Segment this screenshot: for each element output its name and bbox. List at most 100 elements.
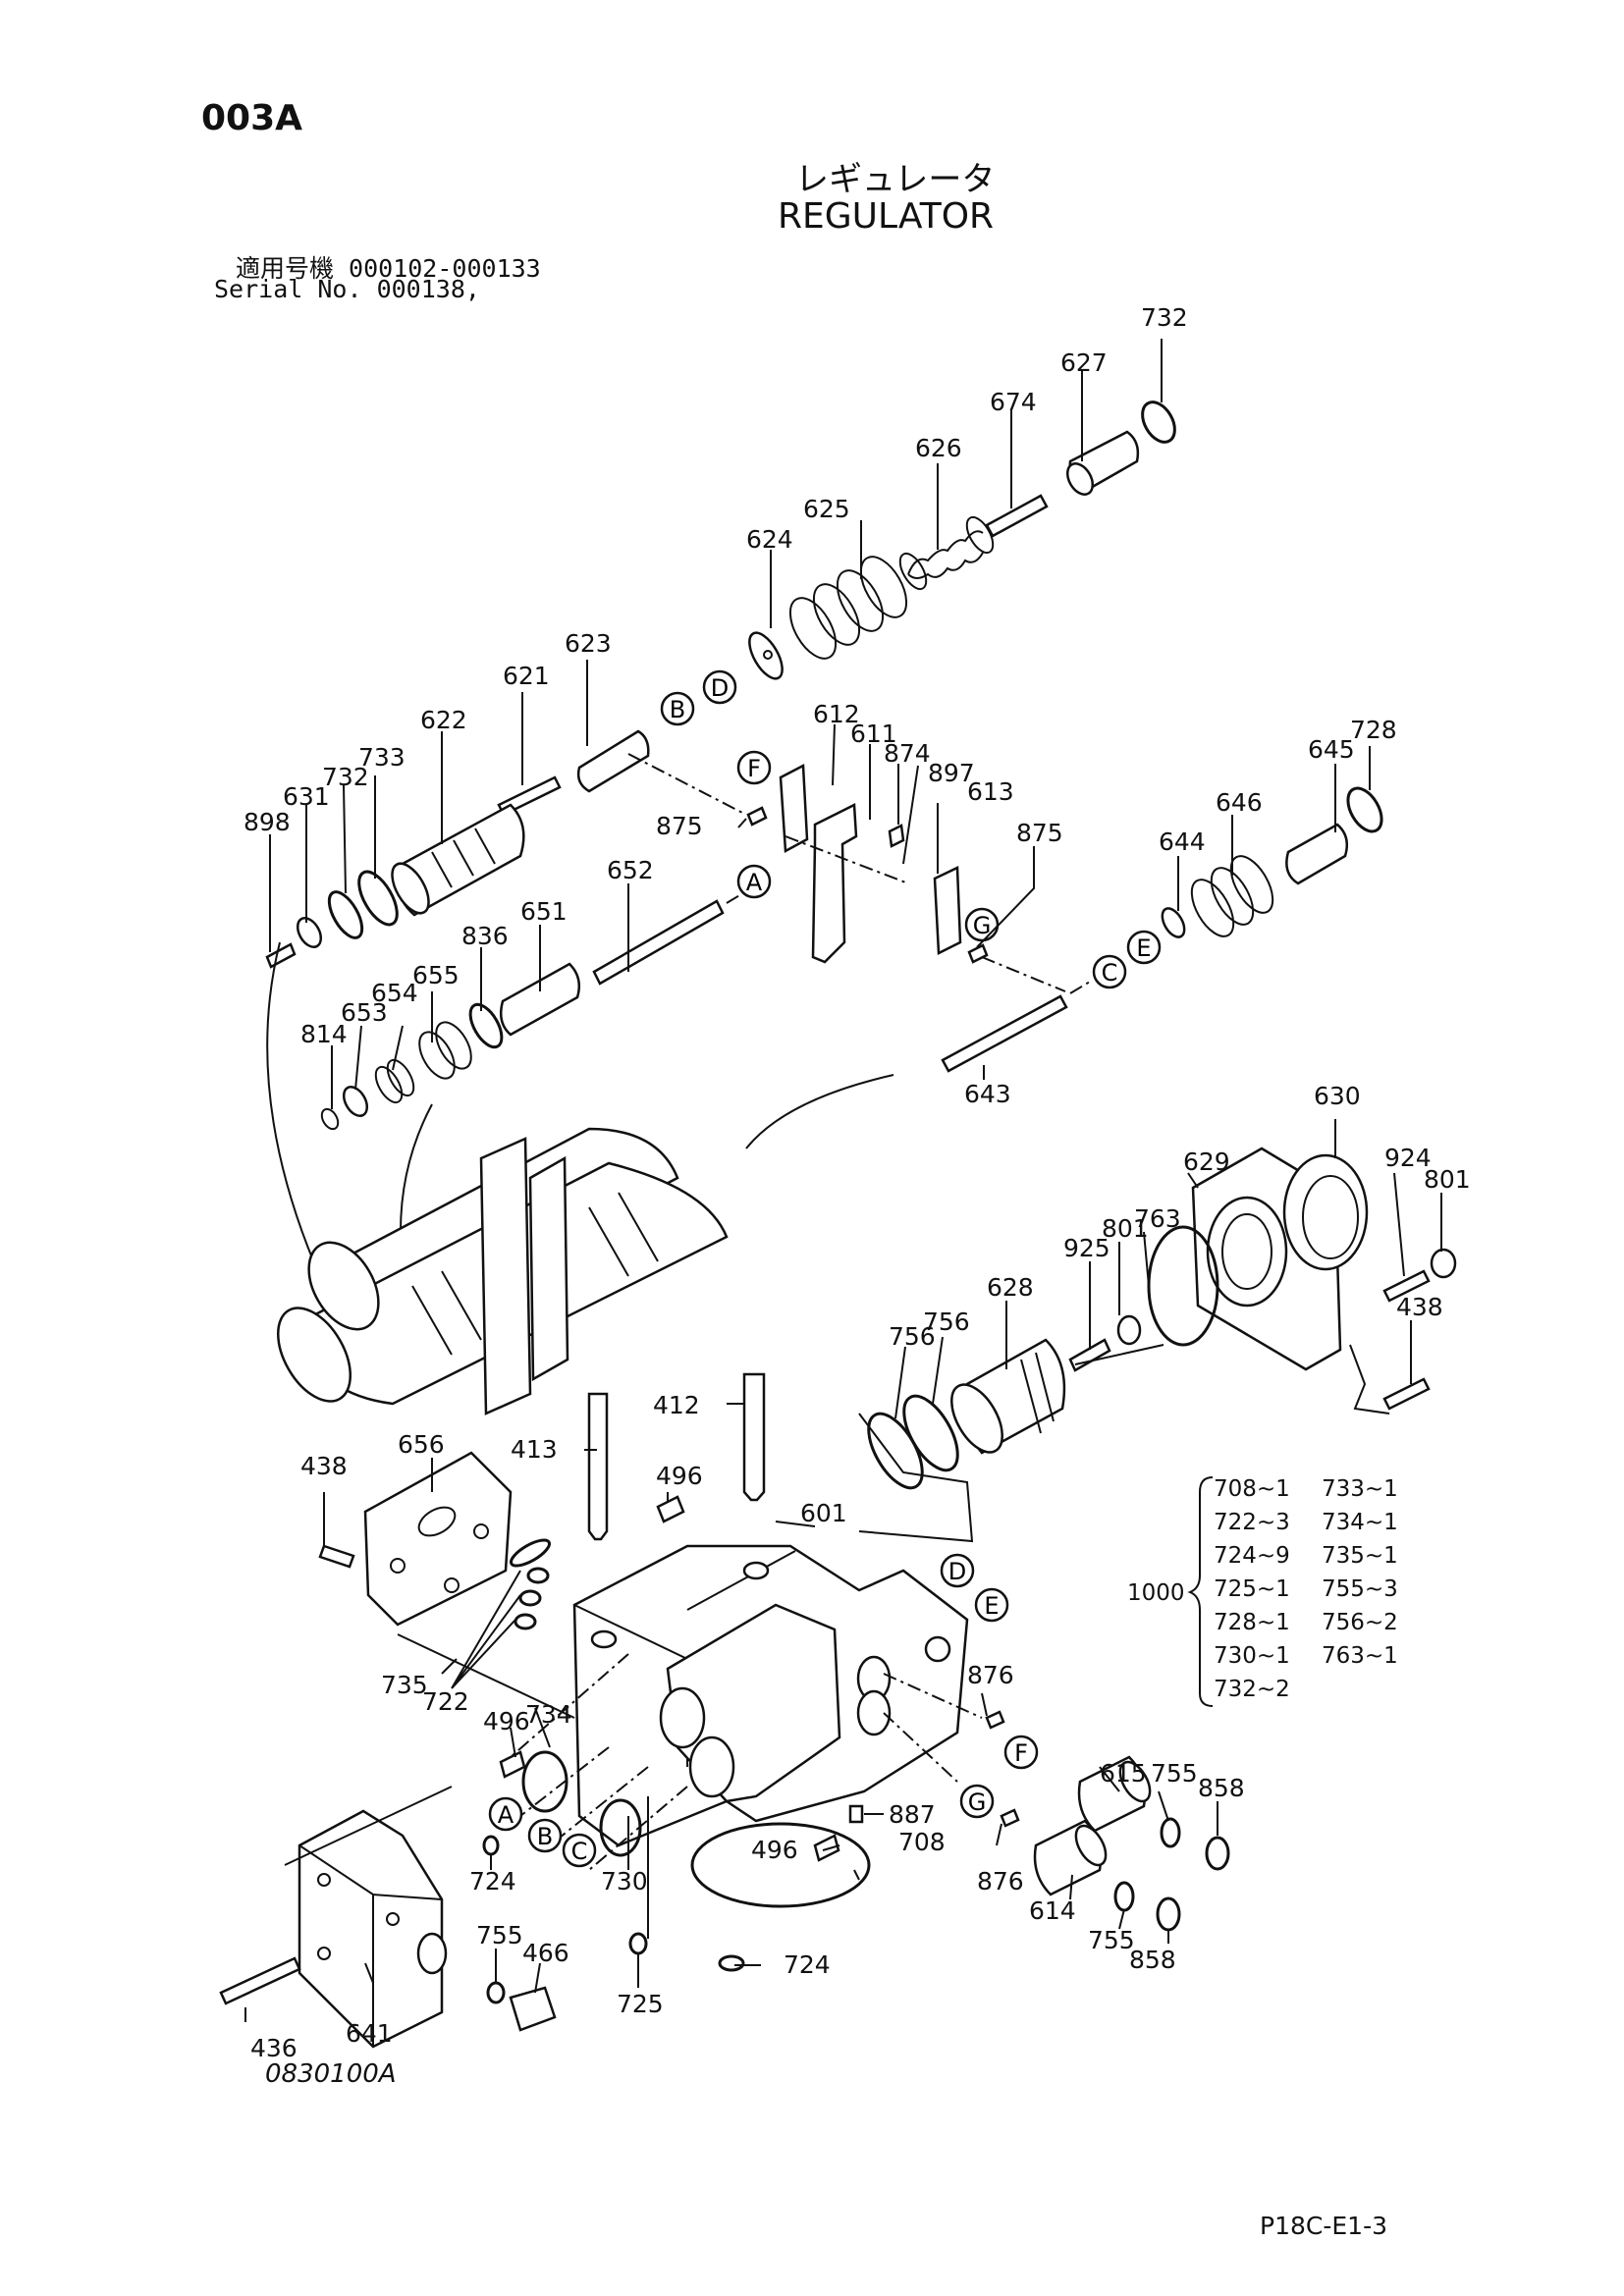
sleeve-622 bbox=[391, 803, 525, 917]
label-621: 621 bbox=[503, 662, 550, 690]
oring-732 bbox=[1141, 400, 1176, 444]
label-755-c: 755 bbox=[476, 1921, 523, 1949]
sleeve-651 bbox=[500, 962, 580, 1037]
oring-756-b bbox=[867, 1412, 924, 1490]
tag-A-lower: A bbox=[488, 1796, 523, 1832]
label-655: 655 bbox=[412, 961, 460, 989]
label-897: 897 bbox=[928, 759, 975, 787]
label-624: 624 bbox=[746, 525, 793, 554]
label-763: 763 bbox=[1134, 1204, 1181, 1233]
tag-D-lower: D bbox=[940, 1553, 975, 1588]
svg-text:F: F bbox=[1014, 1739, 1028, 1767]
piston-623 bbox=[576, 729, 650, 793]
tag-C-lower: C bbox=[562, 1833, 597, 1868]
oring-725 bbox=[628, 1932, 648, 1955]
kit-item-7: 732~2 bbox=[1214, 1677, 1290, 1702]
tag-D-top: D bbox=[702, 669, 737, 705]
plug-496-c bbox=[813, 1834, 840, 1862]
label-612: 612 bbox=[813, 700, 860, 728]
kit-item-4: 725~1 bbox=[1214, 1576, 1290, 1602]
label-611: 611 bbox=[850, 720, 897, 748]
kit-item-5: 728~1 bbox=[1214, 1610, 1290, 1635]
oring-733 bbox=[357, 870, 399, 927]
plug-631 bbox=[296, 917, 323, 948]
spring-654 bbox=[374, 1065, 404, 1104]
oring-732-b bbox=[327, 890, 364, 939]
svg-text:A: A bbox=[498, 1801, 514, 1829]
oring-755-b bbox=[1113, 1881, 1135, 1912]
oring-728 bbox=[1346, 786, 1383, 833]
label-708: 708 bbox=[898, 1828, 946, 1856]
label-656: 656 bbox=[398, 1430, 445, 1459]
kit-item-11: 755~3 bbox=[1322, 1576, 1398, 1602]
label-496-c: 496 bbox=[751, 1836, 798, 1864]
label-801-b: 801 bbox=[1102, 1214, 1149, 1243]
assembled-regulator-view bbox=[276, 1127, 729, 1415]
cover-641 bbox=[298, 1809, 448, 2049]
svg-text:F: F bbox=[747, 755, 761, 782]
label-875-a: 875 bbox=[656, 812, 703, 840]
svg-text:E: E bbox=[984, 1592, 999, 1620]
spring-625 bbox=[788, 556, 908, 660]
label-466: 466 bbox=[522, 1939, 569, 1967]
pin-898 bbox=[265, 942, 297, 969]
label-496-b: 496 bbox=[483, 1707, 530, 1735]
cover-630 bbox=[1282, 1153, 1369, 1271]
sleeve-614 bbox=[1033, 1819, 1108, 1896]
label-674: 674 bbox=[990, 388, 1037, 416]
kit-item-13: 763~1 bbox=[1322, 1643, 1398, 1669]
label-627: 627 bbox=[1060, 348, 1108, 377]
label-732: 732 bbox=[1141, 303, 1188, 332]
label-876-b: 876 bbox=[977, 1867, 1024, 1896]
label-732-b: 732 bbox=[322, 763, 369, 791]
label-615: 615 bbox=[1100, 1759, 1147, 1788]
bolt-438-a bbox=[1382, 1377, 1431, 1411]
label-755-a: 755 bbox=[1151, 1759, 1198, 1788]
label-728: 728 bbox=[1350, 716, 1397, 744]
serial-range-japanese: 適用号機 000102-000133 bbox=[236, 254, 541, 283]
plug-466 bbox=[509, 1986, 557, 2032]
label-756-a: 756 bbox=[923, 1308, 970, 1336]
page-number: P18C-E1-3 bbox=[1260, 2212, 1387, 2240]
pin-875-b bbox=[967, 943, 989, 964]
label-641: 641 bbox=[346, 2019, 393, 2048]
kit-1000-list: 1000 708~1 722~3 724~9 725~1 728~1 730~1… bbox=[1127, 1476, 1398, 1707]
label-836: 836 bbox=[461, 922, 509, 950]
label-412: 412 bbox=[653, 1391, 700, 1419]
label-631: 631 bbox=[283, 782, 330, 811]
spring-655 bbox=[418, 1021, 472, 1080]
page-code: 003A bbox=[201, 98, 303, 138]
body-601 bbox=[572, 1544, 969, 1847]
label-601: 601 bbox=[800, 1499, 847, 1527]
cylinder-628 bbox=[950, 1338, 1066, 1455]
svg-text:C: C bbox=[571, 1838, 588, 1865]
label-623: 623 bbox=[565, 629, 612, 658]
rod-643 bbox=[941, 994, 1068, 1073]
bolt-924 bbox=[1382, 1269, 1431, 1303]
label-613: 613 bbox=[967, 777, 1014, 806]
drawing-number: 0830100A bbox=[265, 2059, 397, 2089]
kit-item-3: 724~9 bbox=[1214, 1543, 1290, 1569]
oring-755-c bbox=[486, 1981, 506, 2004]
label-626: 626 bbox=[915, 434, 962, 462]
kit-item-10: 735~1 bbox=[1322, 1543, 1398, 1569]
ring-858-a bbox=[1205, 1836, 1230, 1871]
tag-A-top: A bbox=[736, 864, 772, 899]
tag-F-top: F bbox=[736, 750, 772, 785]
tag-G-lower: G bbox=[959, 1784, 995, 1819]
label-858-a: 858 bbox=[1198, 1774, 1245, 1802]
tag-F-lower: F bbox=[1003, 1735, 1039, 1770]
bolt-438-b bbox=[318, 1544, 355, 1569]
label-652: 652 bbox=[607, 856, 654, 884]
ring-814 bbox=[320, 1107, 340, 1131]
spring-626 bbox=[898, 515, 995, 591]
bolt-412 bbox=[742, 1372, 766, 1502]
oring-722-a bbox=[526, 1567, 550, 1584]
oring-708 bbox=[690, 1822, 871, 1908]
kit-item-8: 733~1 bbox=[1322, 1476, 1398, 1502]
label-436: 436 bbox=[250, 2034, 298, 2062]
plug-496-a bbox=[656, 1495, 685, 1523]
svg-text:D: D bbox=[711, 674, 729, 702]
nut-801-a bbox=[1430, 1248, 1457, 1279]
label-725: 725 bbox=[617, 1990, 664, 2018]
